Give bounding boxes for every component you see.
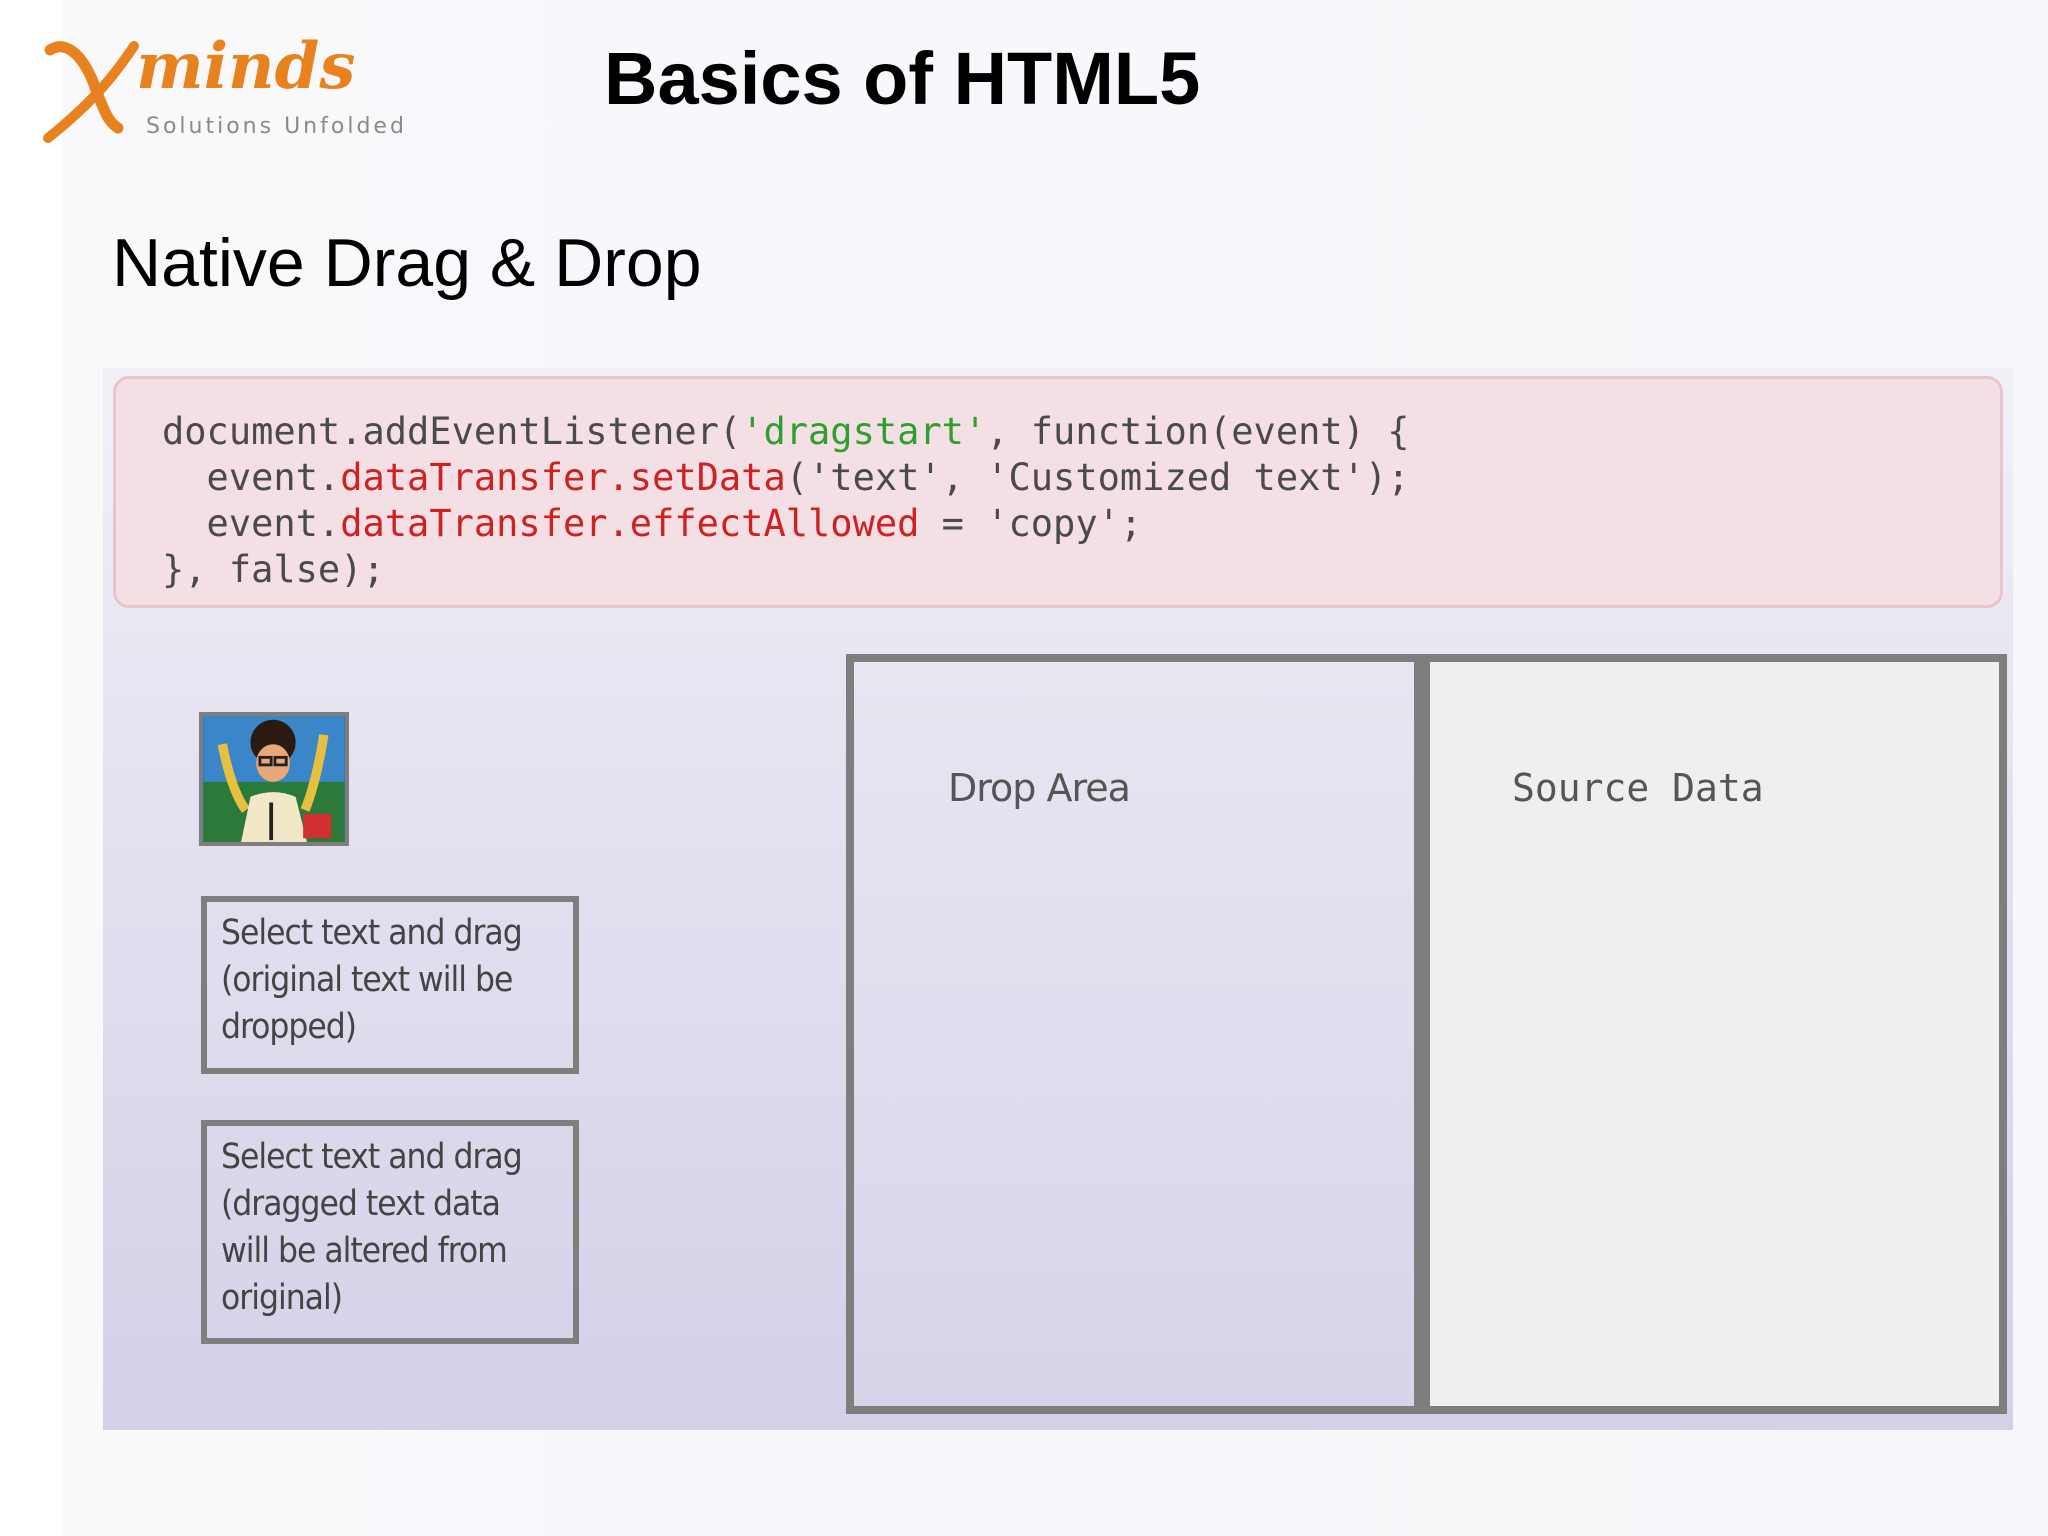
left-margin: [0, 0, 62, 1536]
code-listing: document.addEventListener('dragstart', f…: [162, 409, 1409, 593]
avatar-image-icon[interactable]: [199, 712, 349, 846]
drop-area[interactable]: Drop Area: [846, 654, 1422, 1414]
drag-text-box-altered[interactable]: Select text and drag (dragged text data …: [201, 1120, 579, 1344]
drag-text-box-original[interactable]: Select text and drag (original text will…: [201, 896, 579, 1074]
section-title: Native Drag & Drop: [112, 225, 702, 301]
drop-area-label: Drop Area: [948, 766, 1131, 810]
code-line-3: event.dataTransfer.effectAllowed = 'copy…: [162, 502, 1143, 545]
source-data-label: Source Data: [1512, 766, 1764, 810]
code-block: document.addEventListener('dragstart', f…: [113, 376, 2003, 608]
code-line-4: }, false);: [162, 548, 385, 591]
xminds-logo: minds Solutions Unfolded: [38, 10, 438, 150]
logo-tagline: Solutions Unfolded: [146, 114, 407, 139]
logo-mark: minds: [43, 29, 355, 143]
code-line-1: document.addEventListener('dragstart', f…: [162, 410, 1410, 453]
page-title: Basics of HTML5: [604, 37, 1201, 120]
avatar-graphic: [203, 716, 345, 842]
demo-screenshot: document.addEventListener('dragstart', f…: [103, 368, 2013, 1430]
svg-text:minds: minds: [136, 29, 355, 104]
code-line-2: event.dataTransfer.setData('text', 'Cust…: [162, 456, 1410, 499]
source-data-area[interactable]: Source Data: [1416, 654, 2007, 1414]
